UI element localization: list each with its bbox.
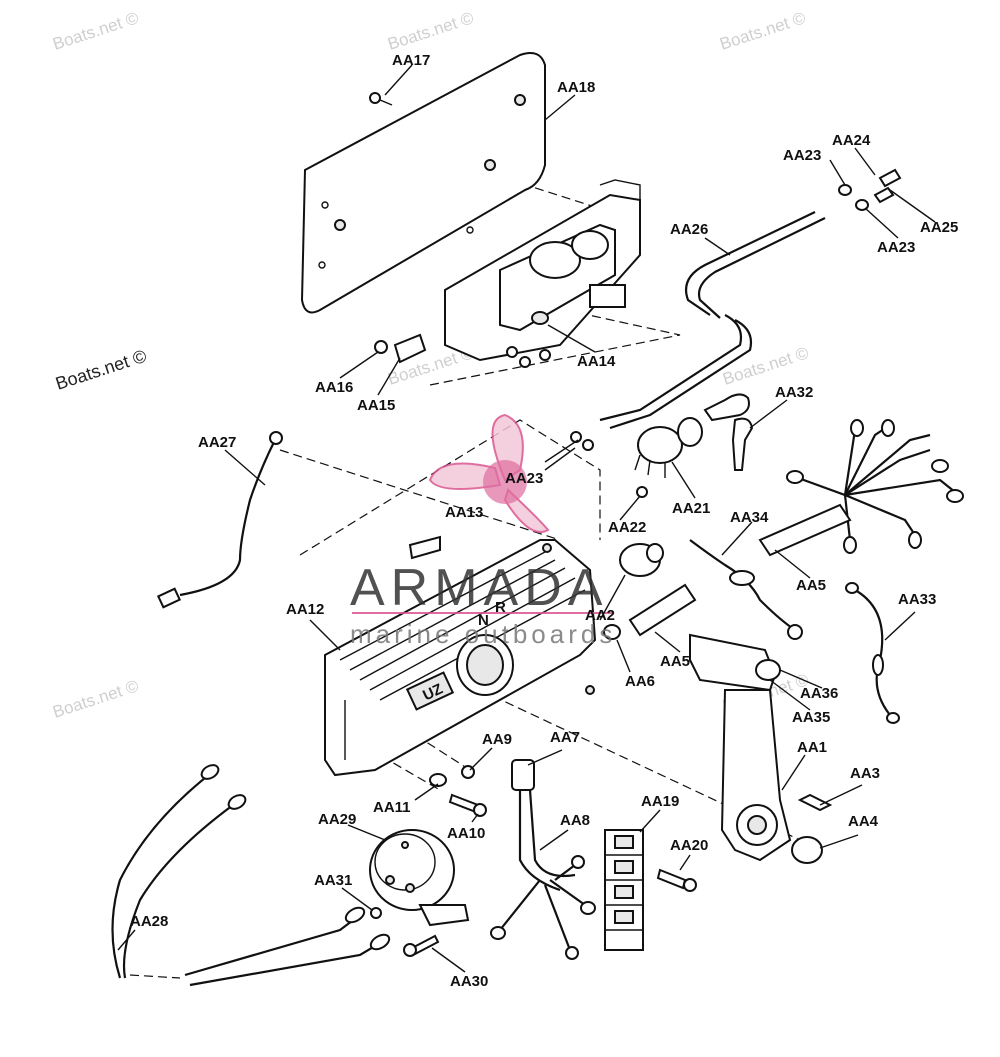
screw-aa17 [369, 92, 393, 106]
label-aa11: AA11 [373, 799, 411, 816]
watermark: Boats.net © [50, 676, 141, 722]
screw-aa20 [656, 868, 697, 892]
label-aa12: AA12 [286, 601, 324, 618]
label-aa26: AA26 [670, 221, 708, 238]
ignition-switch-aa21 [634, 417, 703, 498]
part-labels: AA17 AA18 AA24 AA23 AA25 AA23 AA26 AA16 … [130, 52, 958, 990]
mark-r: R [495, 599, 506, 616]
label-aa13: AA13 [445, 504, 483, 521]
wire-aa7-aa8 [490, 759, 596, 960]
label-aa2: AA2 [585, 607, 615, 624]
panel-badge: UZ [420, 680, 445, 704]
watermark: Boats.net © [385, 8, 476, 54]
label-aa10: AA10 [447, 825, 485, 842]
leader-lines [117, 64, 936, 973]
label-aa5: AA5 [660, 653, 690, 670]
mark-n: N [478, 612, 489, 629]
label-aa36: AA36 [800, 685, 838, 702]
throttle-cable-aa26 [599, 211, 826, 430]
label-aa16: AA16 [315, 379, 353, 396]
label-aa23: AA23 [783, 147, 821, 164]
label-aa3: AA3 [850, 765, 880, 782]
label-aa23: AA23 [877, 239, 915, 256]
wiring-harness [758, 419, 964, 557]
label-aa30: AA30 [450, 973, 488, 990]
wire-aa33 [845, 582, 900, 724]
terminal-block-aa19 [604, 829, 644, 951]
label-aa9: AA9 [482, 731, 512, 748]
wire-aa27 [156, 431, 283, 609]
brand-name: ARMADA [350, 559, 608, 617]
label-aa21: AA21 [672, 500, 710, 517]
shift-mechanism-aa14 [444, 179, 641, 368]
brand-watermark: ARMADA marine outboards [350, 413, 616, 649]
wire-harness-aa28 [111, 764, 391, 987]
label-aa7: AA7 [550, 729, 580, 746]
clip-aa13 [408, 535, 441, 560]
watermark: Boats.net © [717, 8, 808, 54]
label-aa15: AA15 [357, 397, 395, 414]
label-aa25: AA25 [920, 219, 958, 236]
label-aa32: AA32 [775, 384, 813, 401]
screw-aa31 [370, 907, 382, 919]
label-aa31: AA31 [314, 872, 352, 889]
cover-plate-aa18 [300, 52, 546, 314]
label-aa14: AA14 [577, 353, 616, 370]
screw-aa30 [403, 934, 440, 957]
label-aa19: AA19 [641, 793, 679, 810]
label-aa1: AA1 [797, 739, 827, 756]
label-aa24: AA24 [832, 132, 871, 149]
throttle-handle-aa1 [689, 633, 833, 864]
label-aa34: AA34 [730, 509, 769, 526]
label-aa35: AA35 [792, 709, 830, 726]
nuts-aa23 [570, 431, 594, 451]
label-aa22: AA22 [608, 519, 646, 536]
lanyard-aa34 [689, 539, 803, 640]
label-aa28: AA28 [130, 913, 168, 930]
label-aa29: AA29 [318, 811, 356, 828]
label-aa27: AA27 [198, 434, 236, 451]
cable-ends-aa24 [838, 168, 902, 211]
horn-aa29 [369, 829, 470, 927]
label-aa20: AA20 [670, 837, 708, 854]
clip-aa15 [374, 333, 427, 364]
watermark: Boats.net © [50, 8, 141, 54]
brand-tagline: marine outboards [350, 619, 616, 649]
keys-aa32 [703, 393, 754, 471]
label-aa5: AA5 [796, 577, 826, 594]
label-aa17: AA17 [392, 52, 430, 69]
control-box-aa12: UZ N R [324, 539, 597, 777]
bushing-aa2 [603, 543, 697, 640]
label-aa33: AA33 [898, 591, 936, 608]
propeller-logo-icon [483, 460, 527, 504]
label-aa4: AA4 [848, 813, 879, 830]
label-aa6: AA6 [625, 673, 655, 690]
fasteners-aa9-aa10-aa11 [429, 765, 487, 817]
label-aa8: AA8 [560, 812, 590, 829]
label-aa18: AA18 [557, 79, 595, 96]
label-aa23: AA23 [505, 470, 543, 487]
watermark: Boats.net © [53, 346, 149, 394]
